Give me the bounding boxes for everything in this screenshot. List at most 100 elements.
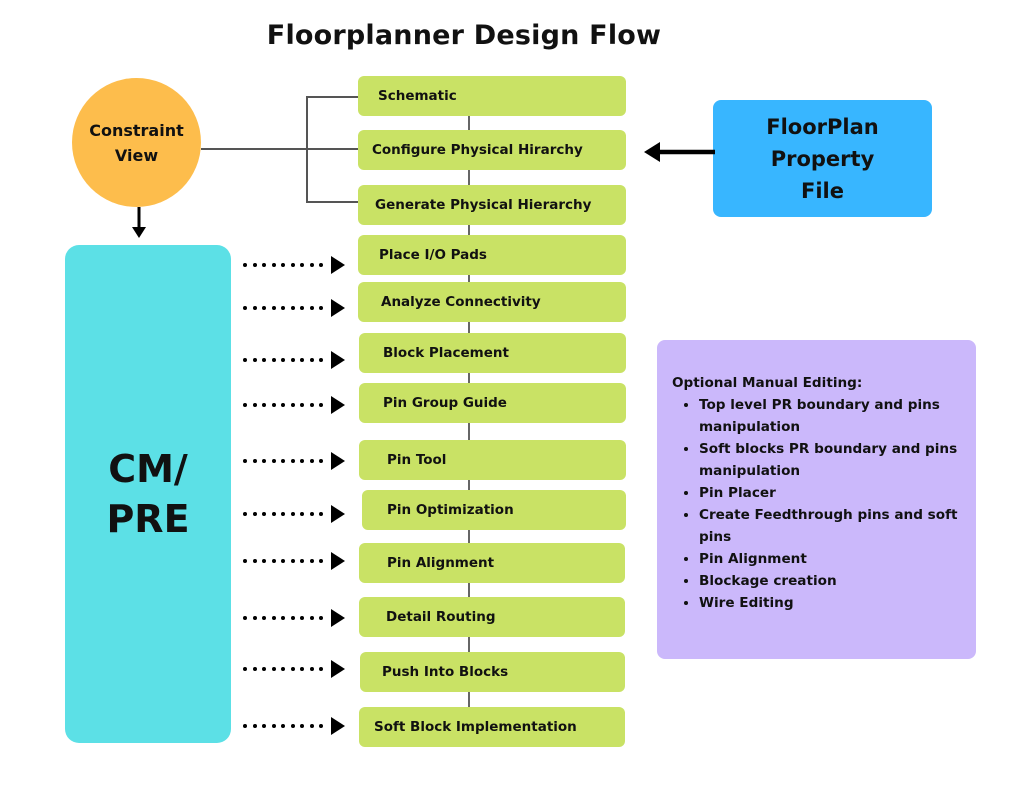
dotted-arrow: [243, 659, 347, 679]
dot: [290, 512, 295, 516]
step-label: Generate Physical Hierarchy: [375, 197, 592, 213]
dot: [319, 263, 323, 267]
step-pin-alignment: Pin Alignment: [359, 543, 625, 583]
notes-item: Blockage creation: [699, 570, 968, 592]
dot: [300, 559, 304, 563]
dot: [309, 559, 314, 563]
dotted-arrow: [243, 504, 347, 524]
dot: [243, 512, 247, 516]
dot: [319, 559, 323, 563]
dot: [281, 616, 285, 620]
dotted-arrow: [243, 551, 347, 571]
notes-list: Top level PR boundary and pins manipulat…: [672, 394, 968, 614]
connector-line: [306, 201, 359, 203]
dot: [271, 358, 276, 362]
step-label: Configure Physical Hirarchy: [372, 142, 583, 158]
step-configure-physical-hirarchy: Configure Physical Hirarchy: [358, 130, 626, 170]
step-push-into-blocks: Push Into Blocks: [360, 652, 625, 692]
dot: [243, 616, 247, 620]
notes-item: Top level PR boundary and pins manipulat…: [699, 394, 968, 438]
step-label: Analyze Connectivity: [381, 294, 541, 310]
dot: [290, 724, 295, 728]
optional-manual-editing-note: Optional Manual Editing: Top level PR bo…: [657, 340, 976, 659]
dot: [271, 667, 276, 671]
dot: [290, 459, 295, 463]
connector-line: [201, 148, 359, 150]
dot: [309, 667, 314, 671]
dot: [252, 667, 257, 671]
property-file-label-line3: File: [801, 178, 844, 203]
dot: [271, 559, 276, 563]
dot: [252, 724, 257, 728]
property-file-label-line1: FloorPlan: [766, 114, 879, 139]
property-file-label-line2: Property: [770, 146, 875, 171]
dot: [243, 724, 247, 728]
dot: [300, 724, 304, 728]
dotted-arrow: [243, 608, 347, 628]
dot: [281, 724, 285, 728]
dot: [262, 358, 266, 362]
dot: [262, 724, 266, 728]
step-pin-optimization: Pin Optimization: [362, 490, 626, 530]
dot: [319, 724, 323, 728]
dot: [243, 263, 247, 267]
dotted-arrow: [243, 451, 347, 471]
dot: [290, 403, 295, 407]
dot: [243, 358, 247, 362]
dotted-arrow: [243, 298, 347, 318]
dot: [262, 306, 266, 310]
step-label: Block Placement: [383, 345, 509, 361]
arrowhead-icon: [331, 256, 345, 274]
dot: [309, 306, 314, 310]
notes-item: Pin Placer: [699, 482, 968, 504]
dot: [271, 459, 276, 463]
cm-pre-label-line2: PRE: [106, 497, 190, 541]
step-label: Push Into Blocks: [382, 664, 509, 680]
dot: [262, 403, 266, 407]
dot: [309, 724, 314, 728]
dot: [309, 459, 314, 463]
dot: [243, 667, 247, 671]
dot: [271, 512, 276, 516]
notes-item: Create Feedthrough pins and soft pins: [699, 504, 968, 548]
dot: [252, 512, 257, 516]
dot: [262, 616, 266, 620]
dot: [309, 358, 314, 362]
dot: [290, 306, 295, 310]
constraint-view-label-line2: View: [114, 145, 159, 165]
step-label: Schematic: [378, 88, 457, 104]
dot: [252, 358, 257, 362]
dotted-arrow: [243, 350, 347, 370]
arrowhead-icon: [331, 351, 345, 369]
dot: [281, 667, 285, 671]
dot: [252, 263, 257, 267]
dot: [271, 306, 276, 310]
dot: [252, 559, 257, 563]
dot: [281, 559, 285, 563]
dot: [271, 403, 276, 407]
dot: [281, 358, 285, 362]
notes-heading: Optional Manual Editing:: [672, 375, 863, 391]
step-pin-group-guide: Pin Group Guide: [359, 383, 626, 423]
dot: [281, 263, 285, 267]
dot: [290, 616, 295, 620]
dot: [309, 403, 314, 407]
step-schematic: Schematic: [358, 76, 626, 116]
step-block-placement: Block Placement: [359, 333, 626, 373]
dot: [319, 667, 323, 671]
dot: [290, 263, 295, 267]
dot: [243, 459, 247, 463]
dotted-arrow: [243, 255, 347, 275]
dot: [271, 616, 276, 620]
arrow-left-icon: [644, 142, 715, 162]
notes-item: Pin Alignment: [699, 548, 968, 570]
arrowhead-icon: [331, 505, 345, 523]
dot: [252, 459, 257, 463]
dot: [300, 616, 304, 620]
dot: [243, 559, 247, 563]
dot: [281, 306, 285, 310]
dot: [262, 263, 266, 267]
dot: [252, 403, 257, 407]
constraint-view-node: Constraint View: [72, 78, 201, 207]
dot: [262, 512, 266, 516]
